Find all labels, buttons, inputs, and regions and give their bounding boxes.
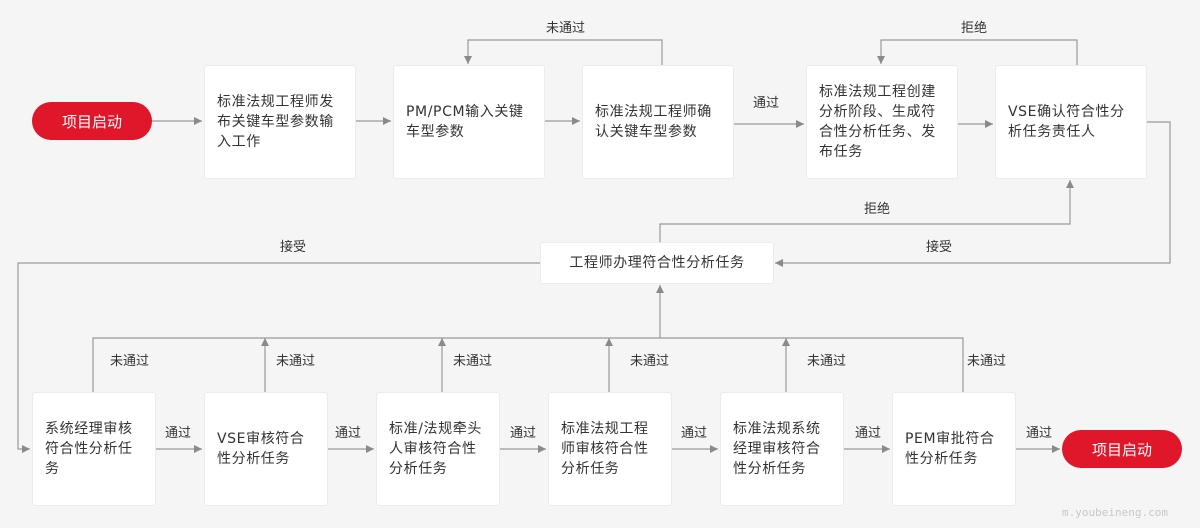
edge-label-not-passed: 未通过: [110, 354, 150, 369]
node-reg-manager-review: 标准法规系统经理审核符合性分析任务: [721, 393, 843, 505]
node-text: PEM审批符合性分析任务: [905, 431, 995, 467]
edge-label-passed: 通过: [335, 426, 362, 441]
node-publish-params: 标准法规工程师发布关键车型参数输入工作: [205, 66, 355, 178]
node-text: 标准法规工程师发布关键车型参数输入工作: [217, 94, 334, 150]
node-input-params: PM/PCM输入关键车型参数: [394, 66, 544, 178]
edge-label-passed: 通过: [165, 426, 192, 441]
node-confirm-params: 标准法规工程师确认关键车型参数: [583, 66, 733, 178]
node-text: 标准法规工程师审核符合性分析任务: [561, 421, 649, 477]
edge-label-not-passed: 未通过: [630, 354, 670, 369]
node-text: VSE确认符合性分析任务责任人: [1008, 104, 1125, 140]
node-pem-approve: PEM审批符合性分析任务: [893, 393, 1015, 505]
edge-label-not-passed: 未通过: [453, 354, 493, 369]
edge-label-not-passed: 未通过: [546, 21, 586, 36]
edge-label-passed: 通过: [1026, 426, 1053, 441]
node-text: 标准法规系统经理审核符合性分析任务: [733, 421, 821, 477]
edge-label-rejected: 拒绝: [961, 21, 988, 36]
node-text: PM/PCM输入关键车型参数: [406, 104, 524, 140]
watermark: m.youbeineng.com: [1062, 506, 1168, 519]
start-pill: 项目启动: [32, 102, 152, 140]
edge-label-passed: 通过: [753, 96, 780, 111]
node-text: 标准/法规牵头人审核符合性分析任务: [389, 421, 482, 477]
node-text: VSE审核符合性分析任务: [217, 431, 305, 467]
node-text: 标准法规工程师确认关键车型参数: [595, 104, 712, 140]
node-text: 标准法规工程创建分析阶段、生成符合性分析任务、发布任务: [819, 84, 936, 160]
edge-label-accepted: 接受: [926, 240, 953, 255]
edge-label-passed: 通过: [855, 426, 882, 441]
node-vse-review: VSE审核符合性分析任务: [205, 393, 327, 505]
node-engineer-review: 标准法规工程师审核符合性分析任务: [549, 393, 671, 505]
node-engineer-handle: 工程师办理符合性分析任务: [541, 243, 773, 283]
node-system-manager-review: 系统经理审核符合性分析任务: [33, 393, 155, 505]
edge-label-passed: 通过: [510, 426, 537, 441]
node-text: 工程师办理符合性分析任务: [569, 255, 745, 271]
edge-label-not-passed: 未通过: [276, 354, 316, 369]
node-text: 系统经理审核符合性分析任务: [45, 421, 133, 477]
edge-label-not-passed: 未通过: [967, 354, 1007, 369]
edge-label-rejected: 拒绝: [864, 202, 891, 217]
edge-label-passed: 通过: [681, 426, 708, 441]
node-vse-confirm: VSE确认符合性分析任务责任人: [996, 66, 1146, 178]
end-pill: 项目启动: [1062, 430, 1182, 468]
node-lead-review: 标准/法规牵头人审核符合性分析任务: [377, 393, 499, 505]
edge-label-not-passed: 未通过: [807, 354, 847, 369]
edge-label-accepted: 接受: [280, 240, 307, 255]
node-create-analysis: 标准法规工程创建分析阶段、生成符合性分析任务、发布任务: [807, 66, 957, 178]
